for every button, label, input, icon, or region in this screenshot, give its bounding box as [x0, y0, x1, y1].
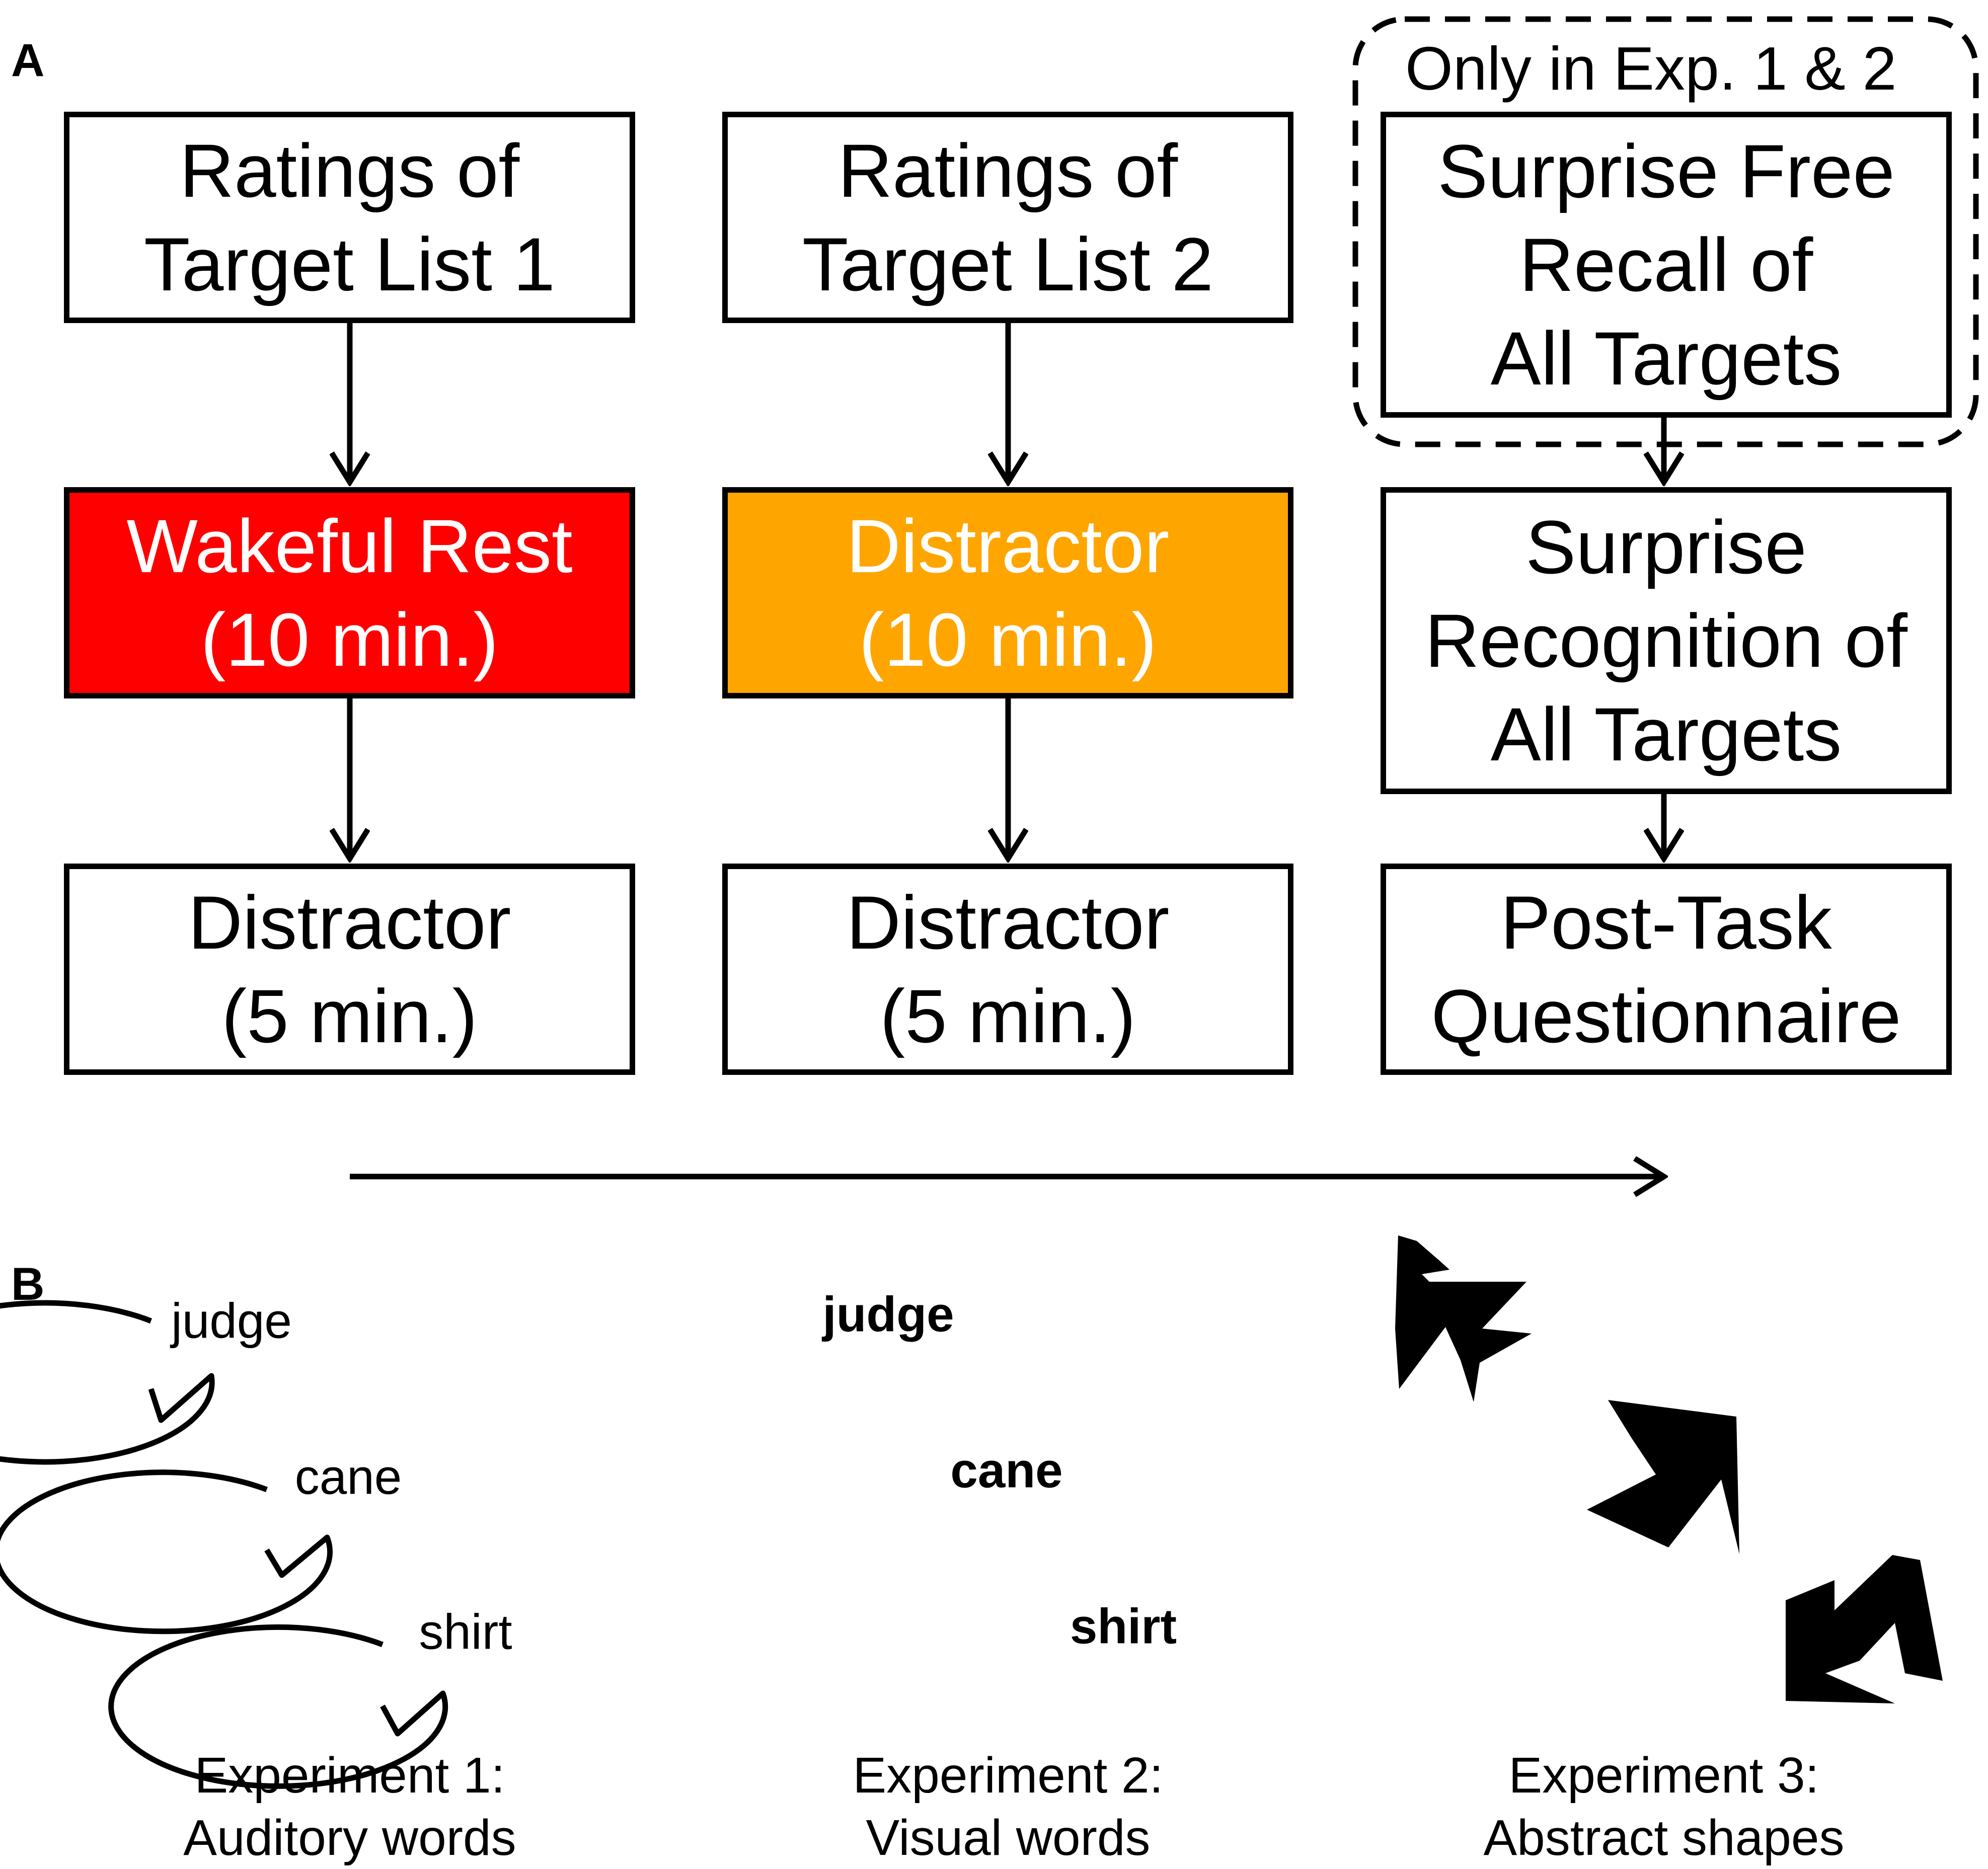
caption-experiment-2: Experiment 2: Visual words [853, 1747, 1164, 1866]
speech-bubble-icon-3 [108, 1624, 448, 1789]
abstract-shape-1-icon [1395, 1235, 1532, 1402]
panel-b-label: B [11, 1259, 45, 1310]
free-recall-box: Surprise Free Recall of All Targets [1381, 112, 1952, 418]
visual-word-3: shirt [1069, 1598, 1177, 1654]
ratings-list-1-box: Ratings of Target List 1 [64, 112, 635, 323]
wakeful-rest-box: Wakeful Rest (10 min.) [64, 487, 635, 698]
post-task-questionnaire-box: Post-Task Questionnaire [1381, 864, 1952, 1075]
abstract-shape-2-icon [1587, 1400, 1739, 1554]
recognition-box: Surprise Recognition of All Targets [1381, 487, 1952, 794]
caption-experiment-3: Experiment 3: Abstract shapes [1483, 1747, 1845, 1866]
speech-bubble-icon-2 [0, 1469, 333, 1634]
speech-bubble-icon-1 [0, 1300, 215, 1465]
auditory-word-3: shirt [419, 1604, 512, 1660]
visual-word-1: judge [822, 1286, 954, 1342]
distractor-5min-box-1: Distractor (5 min.) [64, 864, 635, 1075]
abstract-shape-3-icon [1786, 1555, 1943, 1703]
visual-word-2: cane [950, 1442, 1063, 1498]
distractor-5min-box-2: Distractor (5 min.) [722, 864, 1293, 1075]
caption-experiment-1: Experiment 1: Auditory words [183, 1747, 516, 1866]
distractor-10min-box: Distractor (10 min.) [722, 487, 1293, 698]
ratings-list-2-box: Ratings of Target List 2 [722, 112, 1293, 323]
auditory-word-1: judge [171, 1293, 292, 1349]
optional-group-label: Only in Exp. 1 & 2 [1405, 34, 1897, 103]
auditory-word-2: cane [294, 1449, 402, 1505]
panel-a-label: A [11, 35, 45, 86]
